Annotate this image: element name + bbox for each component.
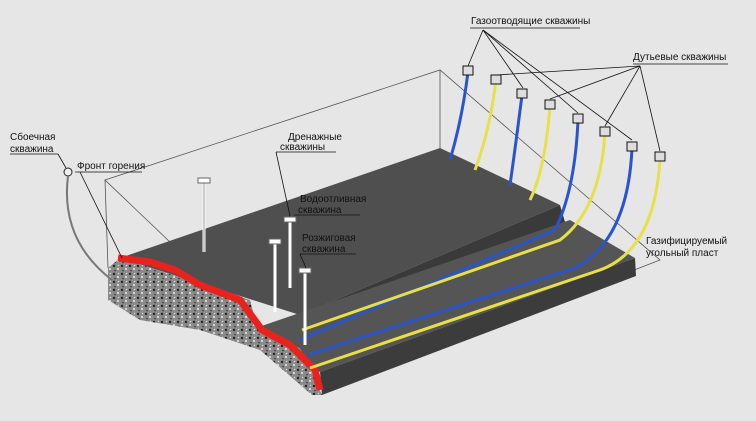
wellheads bbox=[462, 65, 666, 162]
label-drainage-wells-2: скважины bbox=[280, 142, 325, 153]
leader-lines bbox=[10, 27, 728, 269]
label-gas-outlet-wells: Газоотводящие скважины bbox=[471, 16, 590, 27]
gas-pipes bbox=[301, 79, 662, 370]
label-ignition-well-1: Розжиговая bbox=[302, 233, 356, 244]
vertical-wells bbox=[197, 177, 312, 345]
label-candle-well-2: скважина bbox=[10, 144, 54, 155]
label-ignition-well-2: скважина bbox=[302, 244, 346, 255]
label-gasified-seam-1: Газифицируемый bbox=[646, 235, 727, 247]
label-blow-wells: Дутьевые скважины bbox=[633, 52, 726, 63]
burn-front-zone bbox=[117, 254, 324, 391]
label-burn-front: Фронт горения bbox=[77, 161, 145, 172]
label-candle-well-1: Сбоечная bbox=[10, 131, 55, 143]
label-dewatering-well-1: Водоотливная bbox=[300, 194, 366, 205]
blow-pipes bbox=[299, 71, 634, 357]
rubble-face bbox=[108, 258, 322, 395]
label-gasified-seam-2: угольный пласт bbox=[646, 248, 719, 259]
candle-well-hose bbox=[63, 167, 113, 281]
coal-seam bbox=[250, 220, 636, 395]
label-drainage-wells-1: Дренажные bbox=[288, 132, 342, 143]
label-dewatering-well-2: скважина bbox=[298, 205, 342, 216]
